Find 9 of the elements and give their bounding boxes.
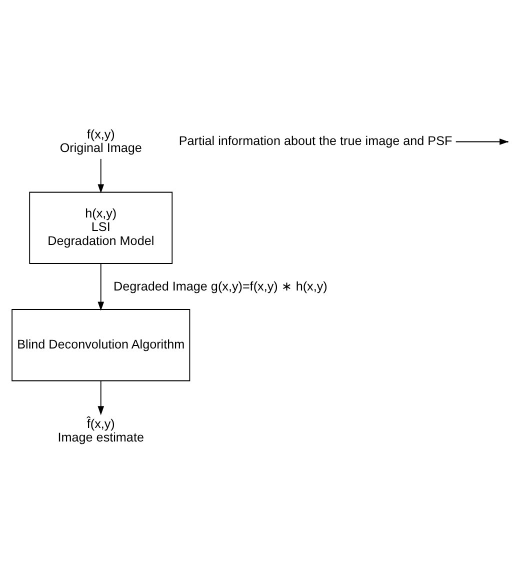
arrow (98, 262, 104, 310)
edge-label: Degraded Image g(x,y)=f(x,y) ∗ h(x,y) (114, 278, 328, 293)
node-text: f̂(x,y) Image estimate (58, 416, 144, 444)
node-text: Partial information about the true image and PSF (178, 134, 452, 148)
node-box: h(x,y) LSI Degradation Model (29, 191, 173, 264)
arrow (98, 380, 104, 415)
node-box: Blind Deconvolution Algorithm (12, 308, 190, 381)
arrow (98, 158, 104, 193)
node-text: f(x,y) Original Image (60, 126, 142, 154)
